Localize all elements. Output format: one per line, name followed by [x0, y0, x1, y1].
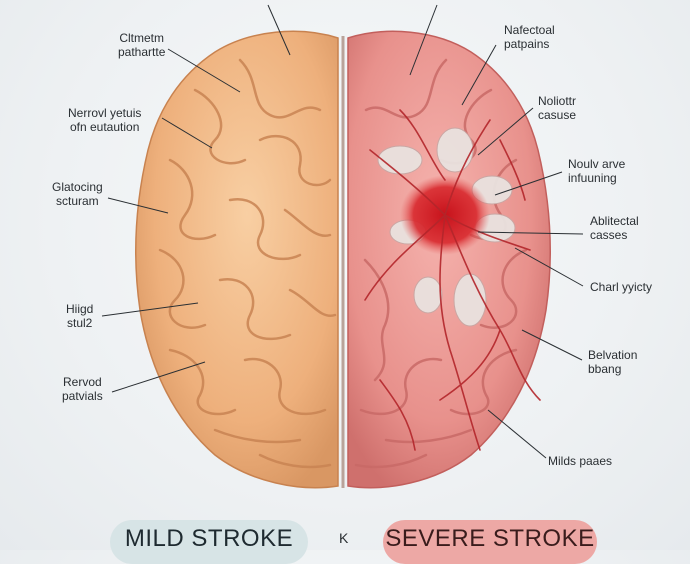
label-right-7: Milds paaes	[548, 454, 613, 468]
label-left-4: Hiigd stul2	[66, 302, 94, 330]
label-right-5: Charl yyicty	[590, 280, 653, 294]
label-right-6: Belvation bbang	[588, 348, 638, 376]
blood-vessels	[364, 109, 541, 451]
label-left-3: Glatocing scturam	[52, 180, 103, 208]
mild-gyri	[158, 58, 337, 469]
severe-stroke-pill: SEVERE STROKE	[383, 520, 597, 564]
mild-hemisphere	[135, 30, 339, 489]
label-left-2: Nerrovl yetuis ofn eutaution	[68, 106, 142, 134]
diagram-stage: Cltmetm pathartte Nerrovl yetuis ofn eut…	[52, 4, 653, 564]
label-right-2: Noliottr casuse	[538, 94, 577, 122]
label-right-1: Nafectoal patpains	[504, 23, 555, 51]
severe-stroke-label: SEVERE STROKE	[385, 525, 595, 552]
mild-stroke-pill: MILD STROKE	[110, 520, 308, 564]
severe-hemisphere	[347, 30, 551, 489]
label-right-4: Ablitectal casses	[590, 214, 639, 242]
mild-stroke-label: MILD STROKE	[124, 525, 294, 552]
leader-lines	[101, 4, 584, 459]
brain-illustration	[101, 4, 584, 489]
label-left-5: Rervod patvials	[62, 375, 103, 403]
comparison-separator: K	[339, 530, 349, 546]
label-left-1: Cltmetm pathartte	[118, 31, 166, 59]
label-right-3: Noulv arve infuuning	[568, 157, 626, 185]
